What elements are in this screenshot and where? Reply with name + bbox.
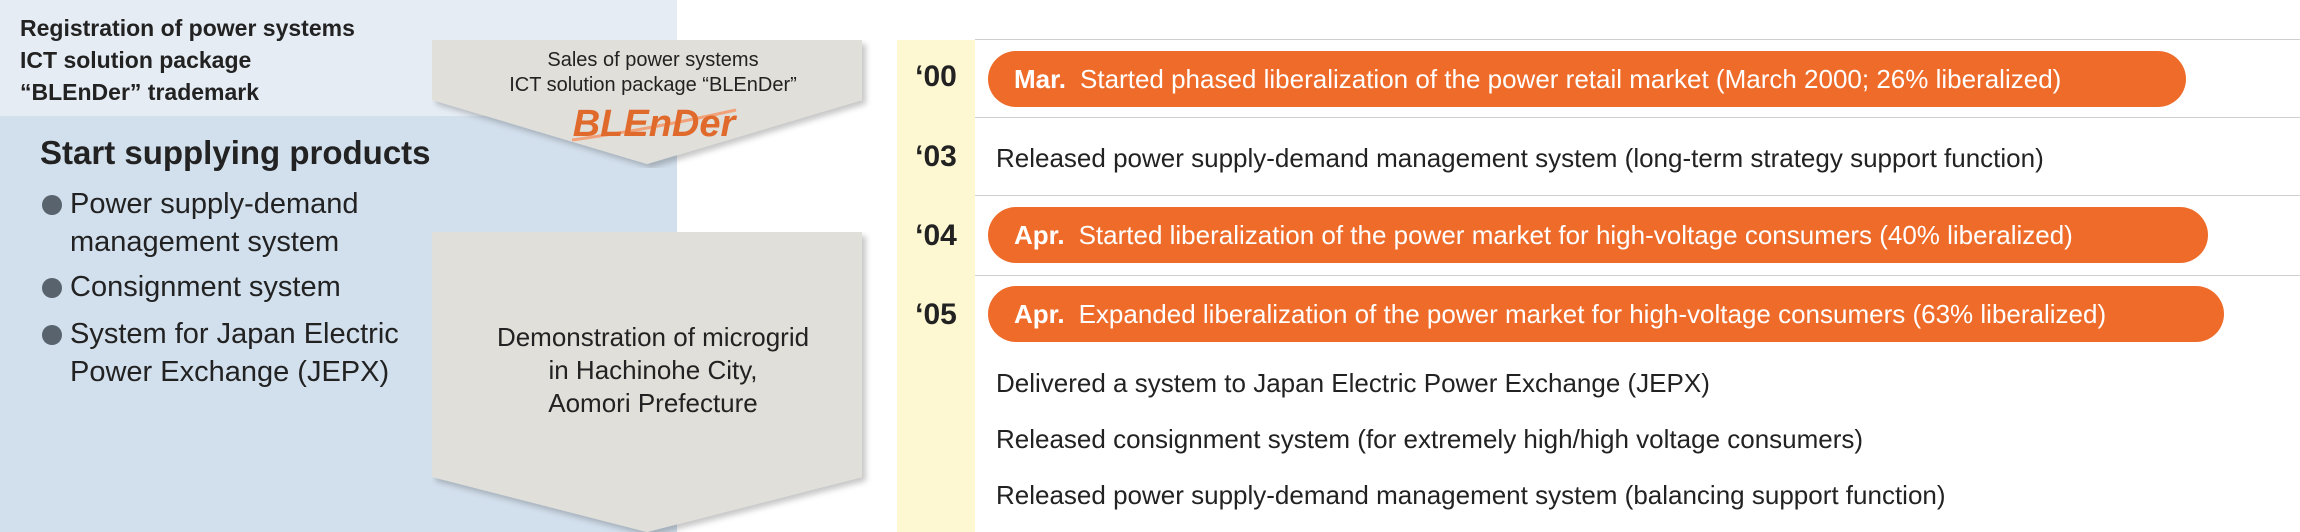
event-pill: Mar. Started phased liberalization of the… [988,51,2186,107]
demo-line-1: Demonstration of microgrid [496,322,810,352]
demo-arrow-shape [432,232,862,532]
timeline-divider [975,39,2300,40]
event-month: Mar. [1014,64,1067,94]
products-title: Start supplying products [40,134,431,171]
event-pill: Apr. Expanded liberalization of the power… [988,286,2224,342]
event-month: Apr. [1014,220,1065,250]
bullet-dot [42,325,62,345]
sales-arrow-shape [432,40,862,164]
year-column [897,40,975,532]
demo-line-3: Aomori Prefecture [548,388,758,418]
event-pill: Apr. Started liberalization of the power … [988,207,2208,263]
event-text: Released consignment system (for extreme… [996,424,1864,454]
sales-arrow-line-1: Sales of power systems [547,49,759,71]
event-text: Started phased liberalization of the pow… [1080,64,2062,94]
bullet-dot [42,278,62,298]
event-text: Started liberalization of the power mark… [1078,220,2073,250]
registration-line-2: ICT solution package [20,47,252,73]
event-text: Expanded liberalization of the power mar… [1078,299,2107,329]
sales-arrow-line-2: ICT solution package “BLEnDer” [509,74,797,96]
timeline-divider [975,117,2300,118]
year-2000: ‘00 [915,60,957,93]
event-text: Delivered a system to Japan Electric Pow… [996,368,1710,398]
registration-line-1: Registration of power systems [20,15,355,41]
registration-line-3: “BLEnDer” trademark [20,79,260,105]
event-text: Released power supply-demand management … [996,143,2044,173]
event-text: Released power supply-demand management … [996,480,1946,510]
timeline-divider [975,195,2300,196]
event-month: Apr. [1014,299,1065,329]
timeline-divider [975,275,2300,276]
year-2003: ‘03 [915,140,957,173]
demo-line-2: in Hachinohe City, [548,355,758,385]
product-item-1-line1: Power supply-demand [70,188,359,220]
blender-logo-text: BLEnDer [573,103,738,145]
product-item-1-line2: management system [70,226,340,258]
product-item-3-line2: Power Exchange (JEPX) [70,356,390,388]
product-item-2-line1: Consignment system [70,271,341,303]
bullet-dot [42,195,62,215]
blender-logo: BLEnDer [571,103,738,145]
year-2005: ‘05 [915,298,957,331]
year-2004: ‘04 [915,219,957,252]
product-item-3-line1: System for Japan Electric [70,318,399,350]
